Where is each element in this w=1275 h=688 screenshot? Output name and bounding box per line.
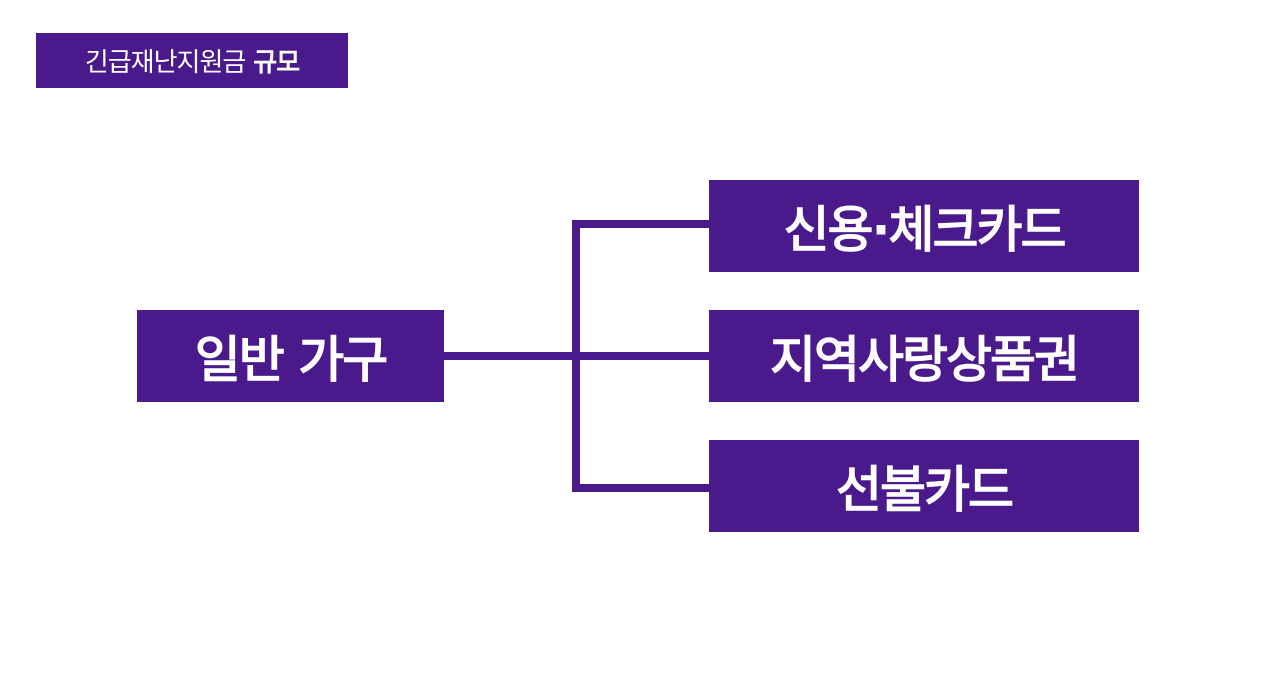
- source-node-general-household: 일반 가구: [137, 310, 444, 402]
- target-node-label: 지역사랑상품권: [770, 331, 1080, 389]
- target-node-local-gift-certificate: 지역사랑상품권: [709, 310, 1139, 402]
- title-badge: 긴급재난지원금 규모: [36, 33, 348, 88]
- title-text: 긴급재난지원금: [84, 48, 246, 78]
- target-node-credit-check-card: 신용·체크카드: [709, 180, 1139, 272]
- title-emphasis: 규모: [253, 48, 300, 78]
- source-node-label: 일반 가구: [194, 331, 388, 389]
- target-node-label: 신용·체크카드: [783, 201, 1067, 259]
- connector-branch-top: [572, 220, 709, 356]
- target-node-label: 선불카드: [836, 461, 1014, 519]
- connector-branch-bottom: [572, 356, 709, 492]
- target-node-prepaid-card: 선불카드: [709, 440, 1139, 532]
